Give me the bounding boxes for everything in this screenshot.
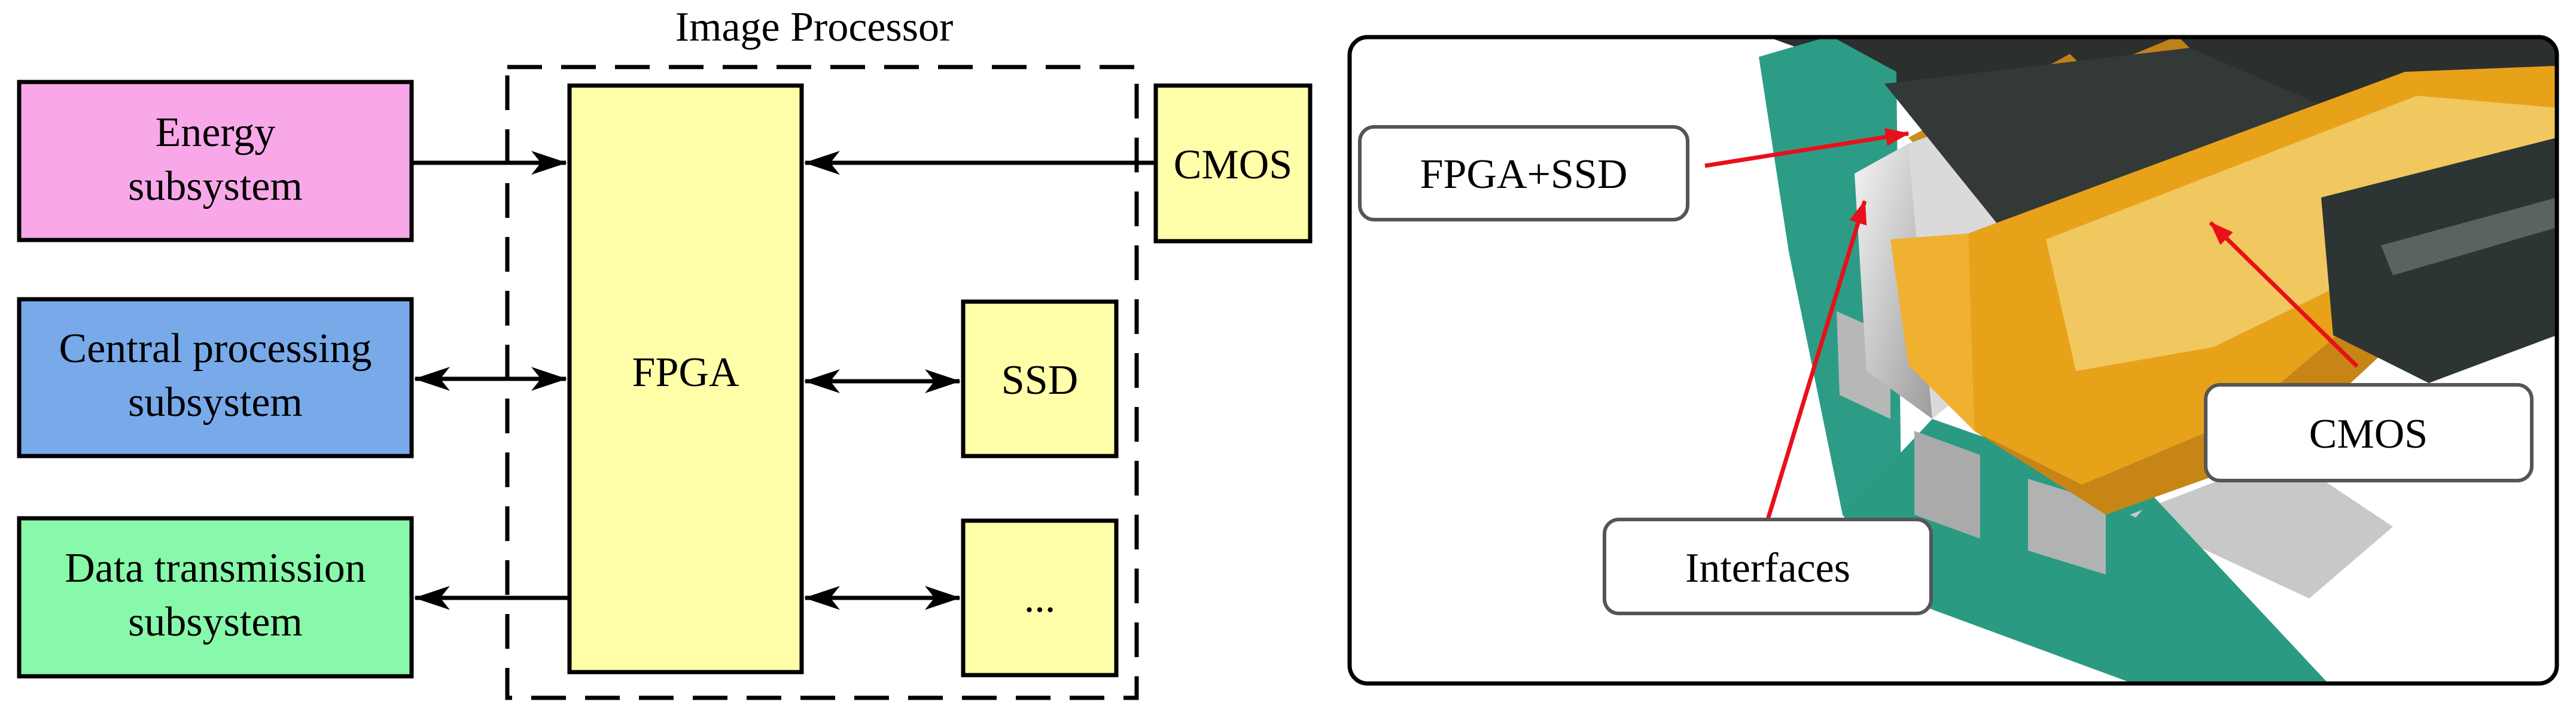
cmos-box — [1153, 83, 1313, 244]
central-processing-subsystem-label-line2: subsystem — [128, 379, 303, 426]
data-transmission-subsystem-box — [17, 516, 414, 679]
photo-frame-border — [1347, 35, 2559, 686]
central-processing-subsystem-box — [17, 297, 414, 458]
image-processor-boundary — [505, 65, 1139, 700]
ssd-box — [961, 299, 1119, 458]
cmos-callout-label: CMOS — [2309, 411, 2428, 457]
energy-subsystem-label: Energy — [156, 110, 276, 156]
block-diagram: Image Processor Energy subsystem Central… — [17, 4, 1313, 700]
interfaces-pointer — [1765, 200, 1867, 521]
cmos-callout — [2204, 383, 2534, 482]
fpga-ssd-pointer — [1704, 128, 1910, 168]
interfaces-callout — [1603, 518, 1933, 615]
fpga-ssd-callout-label: FPGA+SSD — [1420, 151, 1628, 198]
fpga-label: FPGA — [632, 350, 739, 396]
other-component-label: ... — [1024, 575, 1056, 621]
central-processing-subsystem-label: Central processing — [59, 326, 372, 372]
cmos-pointer — [2209, 221, 2359, 368]
fpga-ssd-callout — [1358, 125, 1689, 221]
data-transmission-subsystem-label: Data transmission — [65, 545, 366, 591]
image-processor-title: Image Processor — [675, 4, 954, 50]
photo-panel: FPGA+SSD CMOS Interfaces — [1347, 35, 2559, 686]
energy-subsystem-label-line2: subsystem — [128, 163, 303, 209]
data-transmission-subsystem-label-line2: subsystem — [128, 599, 303, 645]
energy-subsystem-box — [17, 80, 414, 242]
ssd-label: SSD — [1001, 357, 1078, 403]
cmos-label: CMOS — [1174, 142, 1292, 188]
interfaces-callout-label: Interfaces — [1685, 545, 1850, 591]
fpga-box — [567, 83, 804, 674]
other-component-box — [961, 518, 1119, 677]
